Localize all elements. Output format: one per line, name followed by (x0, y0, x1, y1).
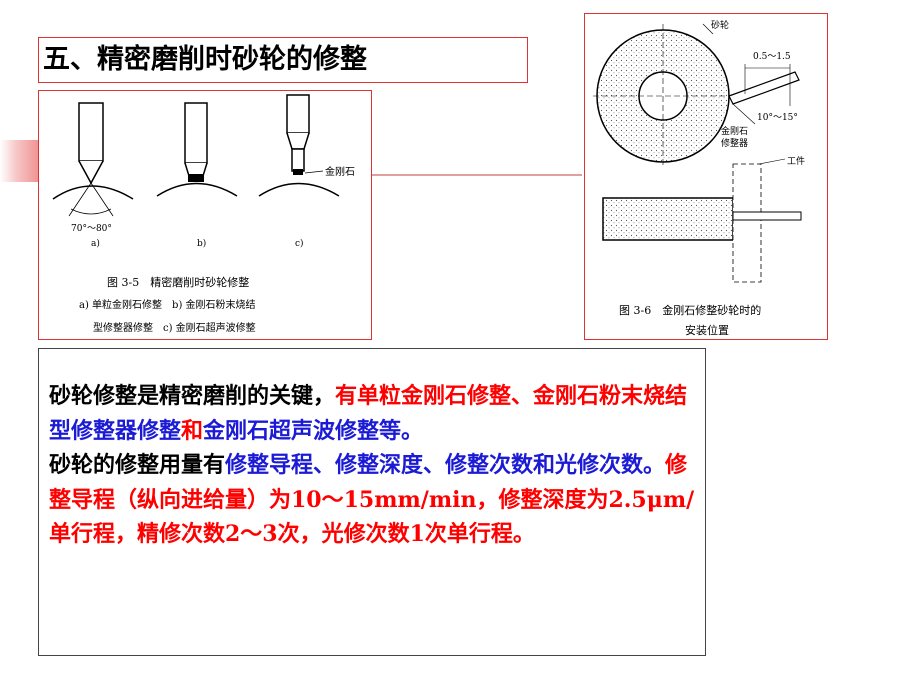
figure-caption-line3: 型修整器修整 c) 金刚石超声波修整 (93, 321, 256, 334)
diamond-dresser-drawing (728, 64, 800, 125)
ultrasonic-dresser-drawing (258, 94, 340, 197)
dresser-label-line1: 金刚石 (721, 125, 748, 137)
body-text-p1-ultrasonic: 金刚石超声波修整等。 (203, 417, 424, 444)
body-text-p2-intro: 砂轮的修整用量有 (49, 452, 226, 478)
wheel-label: 砂轮 (711, 19, 729, 31)
powder-sintered-dresser-drawing (156, 102, 238, 197)
figure-dresser-installation: 砂轮 0.5～1.5 10°～15° 金刚石 修整器 工件 图 3-6 金刚石修… (584, 13, 828, 340)
dressing-methods-diagram: 金刚石 70°～80° a) b) c) 图 3-5 精密磨削时砂轮修整 a) … (52, 94, 355, 334)
offset-label: 0.5～1.5 (753, 52, 791, 62)
angle-label: 70°～80° (71, 224, 112, 234)
figure-caption-line2: 安装位置 (685, 323, 729, 337)
body-text-p1-single-diamond: 有单粒金刚石修整、 (335, 383, 534, 409)
body-text-p1-powder: 金刚石粉末烧结 (533, 383, 688, 409)
callout-diamond-label: 金刚石 (325, 165, 355, 178)
decorative-accent-bar (0, 140, 42, 182)
body-text-p2-values: 修整导程（纵向进给量）为10～15mm/min，修整深度为2.5μm/单行程，精… (49, 452, 695, 547)
dresser-installation-diagram: 砂轮 0.5～1.5 10°～15° 金刚石 修整器 工件 图 3-6 金刚石修… (593, 19, 805, 337)
body-text-p2-parameters: 修整导程、修整深度、修整次数和光修次数。 (225, 452, 666, 478)
decorative-divider-line (370, 174, 582, 176)
dresser-label-line2: 修整器 (721, 137, 748, 149)
workpiece-label: 工件 (787, 155, 805, 167)
figure-caption-line1: 图 3-6 金刚石修整砂轮时的 (619, 303, 761, 317)
body-text-p1-and: 和 (181, 417, 204, 444)
slide-title: 五、精密磨削时砂轮的修整 (38, 37, 528, 83)
subfigure-label-c: c) (295, 238, 304, 249)
figure-dressing-methods: 金刚石 70°～80° a) b) c) 图 3-5 精密磨削时砂轮修整 a) … (38, 90, 372, 340)
figure-caption-line2: a) 单粒金刚石修整 b) 金刚石粉末烧结 (79, 298, 256, 311)
figure-caption-line1: 图 3-5 精密磨削时砂轮修整 (107, 275, 249, 289)
body-text-p1-intro: 砂轮修整是精密磨削的关键， (49, 383, 336, 409)
subfigure-label-b: b) (197, 238, 206, 249)
body-text-box: 砂轮修整是精密磨削的关键，有单粒金刚石修整、金刚石粉末烧结型修整器修整和金刚石超… (38, 348, 706, 656)
dresser-angle-label: 10°～15° (757, 113, 798, 123)
body-text-p1-dresser: 型修整器修整 (49, 417, 182, 444)
workpiece-side-view (602, 158, 802, 283)
single-diamond-tool-drawing (52, 102, 134, 217)
subfigure-label-a: a) (91, 238, 100, 249)
grinding-wheel-front-view (593, 24, 733, 168)
